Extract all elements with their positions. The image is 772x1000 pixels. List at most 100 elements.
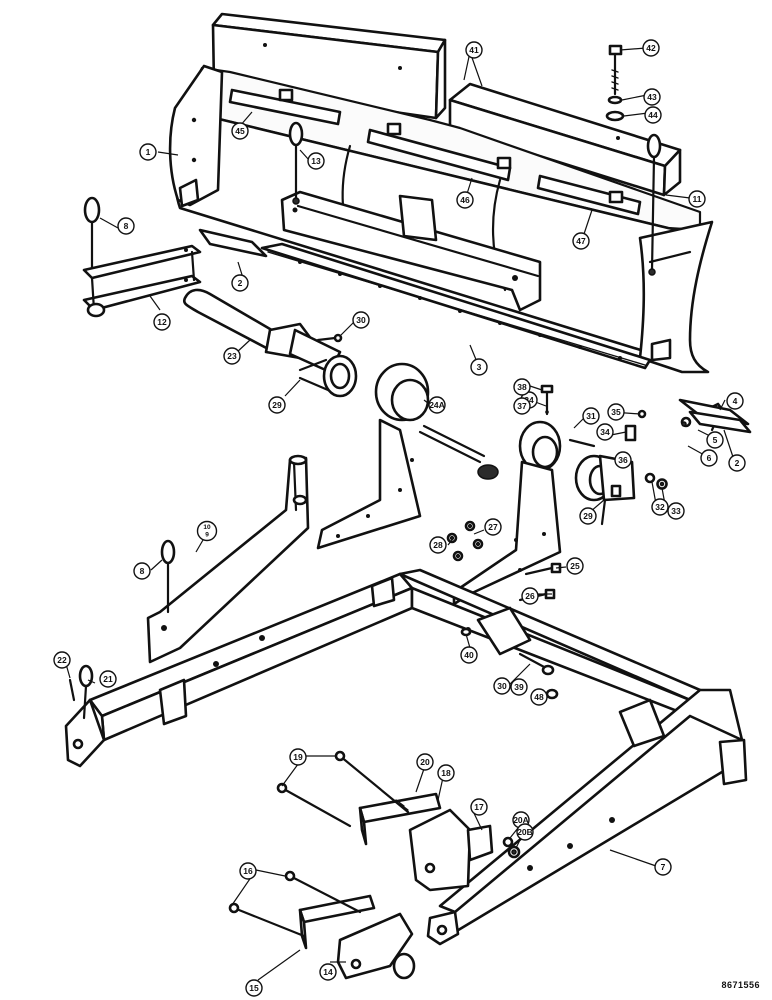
- callout-circle: [245, 979, 263, 997]
- callout-c1: 1: [139, 143, 157, 161]
- callout-c43: 43: [643, 88, 661, 106]
- callout-circle: [231, 122, 249, 140]
- callout-c33: 33: [667, 502, 685, 520]
- callout-label: 9: [205, 532, 209, 539]
- callout-c38: 38: [513, 378, 531, 396]
- callout-label: 44: [648, 110, 658, 120]
- callout-c22: 22: [53, 651, 71, 669]
- callout-circle: [456, 191, 474, 209]
- callout-circle: [416, 753, 434, 771]
- callout-c34: 34: [596, 423, 614, 441]
- callout-label: 34: [600, 427, 610, 437]
- callout-circle: [644, 106, 662, 124]
- callout-label: 23: [227, 351, 237, 361]
- callout-c2a: 2: [231, 274, 249, 292]
- callout-circle: [572, 232, 590, 250]
- callout-c15: 15: [245, 979, 263, 997]
- callout-circle: [513, 397, 531, 415]
- callout-label: 37: [517, 401, 527, 411]
- callout-label: 12: [157, 317, 167, 327]
- wear-plate-2-left: [198, 228, 268, 258]
- callout-c24a: 24A: [428, 396, 446, 414]
- callout-label: 20: [420, 757, 430, 767]
- callout-c47: 47: [572, 232, 590, 250]
- callout-label: 5: [713, 435, 718, 445]
- callout-c29a: 29: [579, 507, 597, 525]
- callout-c35: 35: [607, 403, 625, 421]
- callout-label: 2: [735, 458, 740, 468]
- callout-circle: [139, 143, 157, 161]
- callout-label: 45: [235, 126, 245, 136]
- callout-label: 14: [323, 967, 333, 977]
- callout-label: 29: [583, 511, 593, 521]
- grease-fitting-34-35: [624, 409, 647, 442]
- callout-circle: [582, 407, 600, 425]
- pin-8-lower: [160, 539, 176, 614]
- callout-circle: [516, 823, 534, 841]
- callout-label: 3: [477, 362, 482, 372]
- callout-label: 46: [460, 195, 470, 205]
- callout-circle: [268, 396, 286, 414]
- callout-circle: [607, 403, 625, 421]
- callout-c8a: 8: [117, 217, 135, 235]
- callout-circle: [437, 764, 455, 782]
- callout-c5: 5: [706, 431, 724, 449]
- callout-label: 19: [293, 752, 303, 762]
- trunnion-29: [298, 354, 358, 398]
- callout-circle: [566, 557, 584, 575]
- callout-circle: [319, 963, 337, 981]
- callout-circle: [510, 678, 528, 696]
- cylinder-23: [182, 288, 342, 374]
- callout-c26: 26: [521, 587, 539, 605]
- callout-c17: 17: [470, 798, 488, 816]
- callout-circle: [352, 311, 370, 329]
- callout-c46: 46: [456, 191, 474, 209]
- callout-c7: 7: [654, 858, 672, 876]
- callout-circle: [642, 39, 660, 57]
- callout-label: 24A: [429, 400, 445, 410]
- nuts-32-33: [644, 472, 668, 490]
- callout-circle: [706, 431, 724, 449]
- callout-label: 28: [433, 540, 443, 550]
- callout-circle: [429, 536, 447, 554]
- callout-c36: 36: [614, 451, 632, 469]
- callout-label: 42: [646, 43, 656, 53]
- callout-label: 30: [497, 681, 507, 691]
- link-12: [82, 244, 202, 318]
- callout-circle: [579, 507, 597, 525]
- callout-circle: [465, 41, 483, 59]
- callout-circle: [493, 677, 511, 695]
- pin-11: [646, 133, 662, 276]
- callout-label: 15: [249, 983, 259, 993]
- callout-circle: [470, 358, 488, 376]
- callout-c11: 11: [688, 190, 706, 208]
- callout-label: 31: [586, 411, 596, 421]
- callout-c8b: 8: [133, 562, 151, 580]
- callout-label: 48: [534, 692, 544, 702]
- pin-13: [288, 121, 304, 205]
- callout-c25: 25: [566, 557, 584, 575]
- callout-c10: 109: [196, 520, 218, 542]
- callout-label: 41: [469, 45, 479, 55]
- washers-20a-20b: [502, 836, 521, 859]
- bolts-16: [228, 870, 362, 938]
- callout-label: 40: [464, 650, 474, 660]
- callout-circle: [521, 587, 539, 605]
- callout-circle: [643, 88, 661, 106]
- callout-circle: [513, 378, 531, 396]
- callout-circle: [700, 449, 718, 467]
- callout-label: 18: [441, 768, 451, 778]
- blade-assembly: [168, 64, 714, 374]
- callout-label: 13: [311, 156, 321, 166]
- callout-c13: 13: [307, 152, 325, 170]
- callout-c4: 4: [726, 392, 744, 410]
- callout-label: 24: [524, 395, 534, 405]
- callout-circle: [484, 518, 502, 536]
- wear-plate-2-right-lower: [688, 410, 752, 434]
- callout-label: 17: [474, 802, 484, 812]
- callout-label: 11: [693, 194, 702, 204]
- callout-circle: [470, 798, 488, 816]
- callout-c2b: 2: [728, 454, 746, 472]
- callout-c12: 12: [153, 313, 171, 331]
